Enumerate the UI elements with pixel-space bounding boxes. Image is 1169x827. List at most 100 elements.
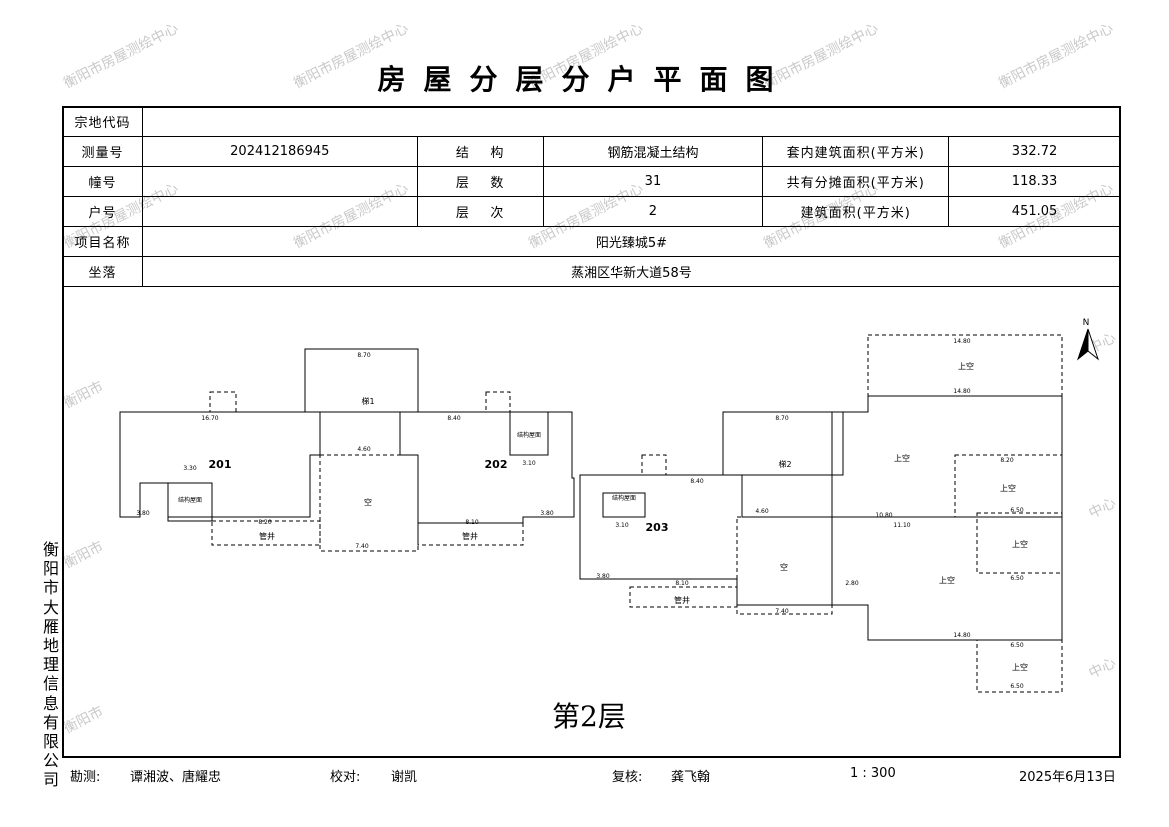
table-row: 坐落 蒸湘区华新大道58号	[62, 256, 1122, 287]
svg-text:8.20: 8.20	[1000, 457, 1014, 464]
stair-2-outline	[722, 411, 844, 476]
survey-no-value: 202412186945	[141, 136, 418, 167]
duct-label: 结构屋面	[612, 494, 636, 502]
unit-203-label: 203	[646, 521, 669, 534]
table-row: 项目名称 阳光臻城5#	[62, 226, 1122, 257]
svg-text:3.30: 3.30	[183, 465, 197, 472]
svg-text:7.40: 7.40	[775, 608, 789, 615]
svg-text:3.10: 3.10	[522, 460, 536, 467]
svg-text:10.80: 10.80	[875, 512, 892, 519]
building-no-value	[141, 166, 418, 197]
unit-203-outline	[579, 474, 833, 606]
table-row: 宗地代码	[62, 106, 1122, 137]
bay-window-202	[417, 522, 524, 546]
upper-void-top	[867, 334, 1063, 397]
svg-text:8.70: 8.70	[775, 415, 789, 422]
surveyor-label: 勘测:	[70, 770, 101, 785]
svg-text:14.80: 14.80	[953, 338, 970, 345]
balcony-203	[641, 454, 667, 476]
table-row: 测量号 202412186945 结 构 钢筋混凝土结构 套内建筑面积(平方米)…	[62, 136, 1121, 167]
svg-text:3.80: 3.80	[596, 573, 610, 580]
build-area-label: 建筑面积(平方米)	[762, 196, 950, 227]
above-void-label: 上空	[1012, 662, 1028, 672]
unit-no-value	[141, 196, 418, 227]
floor-label: 第2层	[552, 700, 626, 733]
svg-text:N: N	[1083, 318, 1090, 328]
upper-void-right	[976, 512, 1063, 574]
svg-text:8.10: 8.10	[465, 519, 479, 526]
parcel-code-label: 宗地代码	[62, 106, 143, 137]
location-value: 蒸湘区华新大道58号	[141, 256, 1122, 287]
void-label: 空	[780, 562, 788, 572]
building-no-label: 幢号	[62, 166, 143, 197]
unit-201-label: 201	[209, 458, 232, 471]
svg-text:4.60: 4.60	[357, 446, 371, 453]
floors-value: 31	[542, 166, 764, 197]
svg-text:7.40: 7.40	[355, 543, 369, 550]
above-void-label: 上空	[939, 575, 955, 585]
shared-area-label: 共有分摊面积(平方米)	[762, 166, 950, 197]
info-table: 宗地代码 测量号 202412186945 结 构 钢筋混凝土结构 套内建筑面积…	[62, 106, 1122, 287]
svg-text:4.60: 4.60	[755, 508, 769, 515]
svg-text:3.80: 3.80	[136, 510, 150, 517]
svg-text:16.70: 16.70	[201, 415, 218, 422]
bay-label: 管井	[259, 531, 275, 541]
build-area-value: 451.05	[948, 196, 1121, 227]
checker-value: 谢凯	[391, 770, 418, 785]
bay-label: 管井	[462, 531, 478, 541]
surveyor-value: 谭湘波、唐耀忠	[130, 770, 222, 785]
duct-label: 结构屋面	[517, 431, 541, 439]
inner-area-label: 套内建筑面积(平方米)	[762, 136, 950, 167]
bay-window-201	[211, 520, 321, 546]
reviewer-label: 复核:	[612, 770, 643, 785]
table-row: 幢号 层 数 31 共有分摊面积(平方米) 118.33	[62, 166, 1121, 197]
svg-text:8.40: 8.40	[690, 478, 704, 485]
void-203	[736, 516, 833, 615]
svg-text:6.50: 6.50	[1010, 642, 1024, 649]
duct-label: 结构屋面	[178, 496, 202, 504]
right-block-outline	[831, 395, 1063, 518]
project-value: 阳光臻城5#	[141, 226, 1122, 257]
structure-value: 钢筋混凝土结构	[542, 136, 764, 167]
unit-no-label: 户号	[62, 196, 143, 227]
company-name: 衡阳市大雁地理信息有限公司	[42, 540, 59, 790]
floor-level-label: 层 次	[416, 196, 544, 227]
checker-label: 校对:	[330, 770, 361, 785]
structure-label: 结 构	[416, 136, 544, 167]
page-title: 房屋分层分户平面图	[377, 63, 792, 96]
reviewer-value: 龚飞翰	[671, 770, 711, 785]
above-void-label: 上空	[1000, 483, 1016, 493]
svg-text:8.40: 8.40	[447, 415, 461, 422]
scale-value: 1 : 300	[850, 766, 896, 781]
balcony-202	[485, 391, 511, 413]
void-label: 空	[364, 497, 372, 507]
svg-text:6.50: 6.50	[1010, 575, 1024, 582]
survey-no-label: 测量号	[62, 136, 143, 167]
project-label: 项目名称	[62, 226, 143, 257]
floor-plan: 8.70 4.60 16.70 8.40 8.20 8.10 3.80 3.80…	[119, 318, 1100, 693]
bay-label: 管井	[674, 595, 690, 605]
unit-202-label: 202	[485, 458, 508, 471]
stair-1-label: 梯1	[361, 396, 374, 406]
above-void-label: 上空	[1012, 539, 1028, 549]
svg-text:11.10: 11.10	[893, 522, 910, 529]
svg-text:2.80: 2.80	[845, 580, 859, 587]
above-void-label: 上空	[894, 453, 910, 463]
svg-text:14.80: 14.80	[953, 632, 970, 639]
floors-label: 层 数	[416, 166, 544, 197]
inner-area-value: 332.72	[948, 136, 1121, 167]
upper-void-bottom	[976, 639, 1063, 693]
svg-text:8.70: 8.70	[357, 352, 371, 359]
north-arrow-icon: N	[1076, 318, 1100, 361]
location-label: 坐落	[62, 256, 143, 287]
table-row: 户号 层 次 2 建筑面积(平方米) 451.05	[62, 196, 1121, 227]
shared-area-value: 118.33	[948, 166, 1121, 197]
parcel-code-value	[141, 106, 1122, 137]
above-void-label: 上空	[958, 361, 974, 371]
svg-text:6.50: 6.50	[1010, 507, 1024, 514]
date-value: 2025年6月13日	[1019, 770, 1116, 785]
svg-text:14.80: 14.80	[953, 388, 970, 395]
balcony-201	[209, 391, 237, 413]
svg-text:8.10: 8.10	[675, 580, 689, 587]
svg-text:8.20: 8.20	[258, 519, 272, 526]
